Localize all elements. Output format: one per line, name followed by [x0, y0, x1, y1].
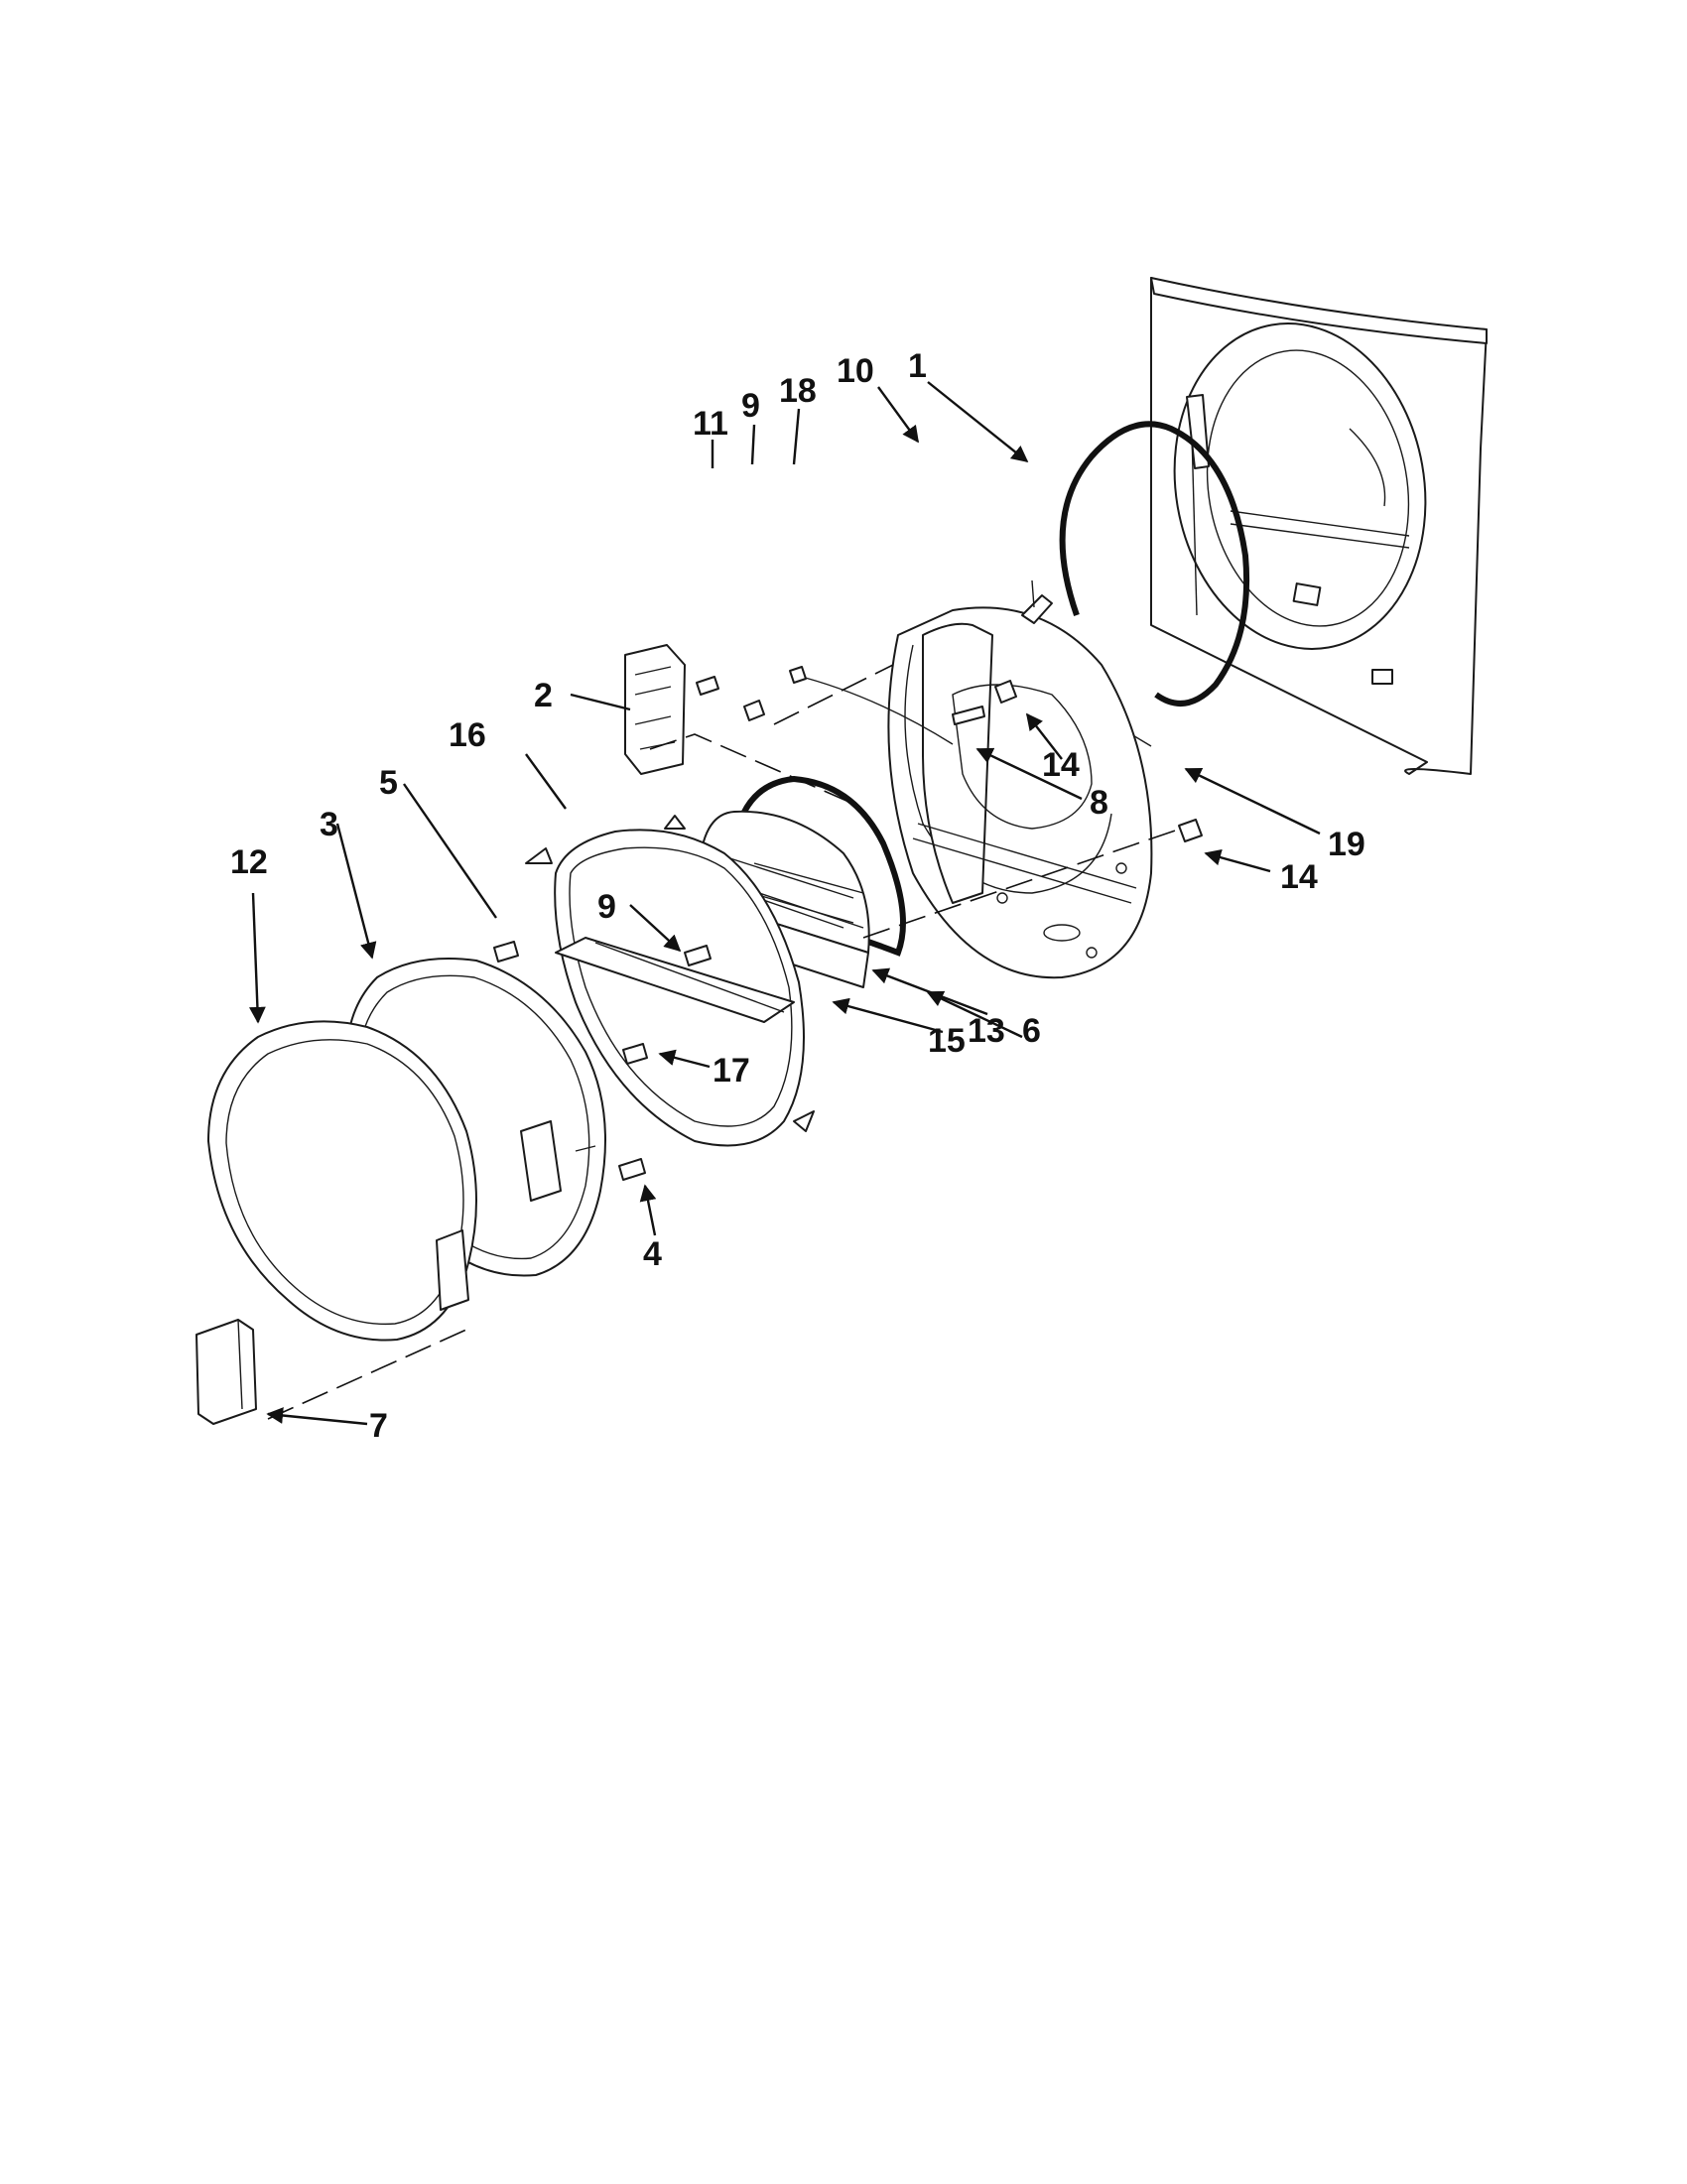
part-14-clip-lower	[1178, 819, 1203, 842]
callout-13: 13	[968, 1012, 1005, 1050]
callout-labels: 1 10 18 9 11 2 16 5 3 12 9 14 8 19 14 6 …	[230, 347, 1365, 1445]
part-2-door-switch	[624, 644, 686, 775]
callout-10: 10	[837, 352, 874, 390]
callout-14-lower: 14	[1280, 858, 1318, 896]
callout-19: 19	[1328, 826, 1365, 863]
part-9-screw-upper	[743, 700, 765, 721]
callout-15: 15	[928, 1022, 966, 1060]
callout-3: 3	[320, 806, 338, 843]
part-9-screw-lower	[684, 945, 712, 966]
callout-6: 6	[1022, 1012, 1041, 1050]
part-5-screw	[493, 941, 519, 963]
part-10-front-bulkhead	[887, 606, 1153, 979]
callout-16: 16	[449, 716, 486, 754]
leader-lines	[249, 381, 1321, 1426]
callout-12: 12	[230, 843, 268, 881]
part-16-inner-door	[525, 815, 815, 1147]
callout-7: 7	[369, 1407, 388, 1445]
part-4-screw	[618, 1158, 646, 1181]
part-1-bracket	[1021, 579, 1053, 624]
callout-5: 5	[379, 764, 398, 802]
part-7-door-handle	[195, 1319, 257, 1425]
part-12-outer-door	[207, 1020, 477, 1342]
part-13-lint-screen	[694, 810, 870, 954]
callout-9-lower: 9	[597, 888, 616, 926]
callout-1: 1	[908, 347, 927, 385]
callout-11: 11	[693, 405, 728, 443]
callout-14-upper: 14	[1042, 746, 1080, 784]
callout-8: 8	[1090, 784, 1108, 822]
callout-4: 4	[643, 1235, 662, 1273]
part-8-screw	[952, 706, 985, 725]
callout-2: 2	[534, 677, 553, 714]
part-14-clip-upper	[994, 680, 1017, 704]
part-11-screw	[696, 676, 719, 696]
alignment-lines	[267, 664, 1182, 1420]
callout-18: 18	[779, 372, 817, 410]
callout-9: 9	[741, 387, 760, 425]
part-17-screw	[622, 1043, 648, 1065]
part-18-harness	[789, 666, 954, 745]
callout-17: 17	[713, 1052, 750, 1090]
